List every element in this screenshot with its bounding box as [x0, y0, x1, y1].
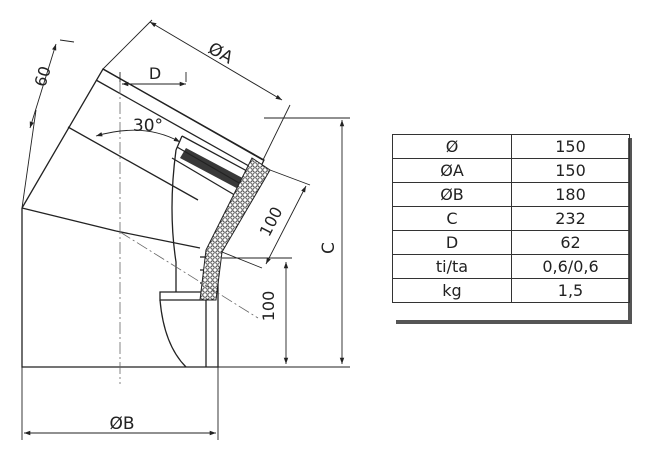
spec-value: 180 [511, 182, 630, 207]
spec-key: kg [392, 278, 512, 303]
table-row: C 232 [392, 206, 630, 231]
spec-value: 1,5 [511, 278, 630, 303]
table-row: ti/ta 0,6/0,6 [392, 254, 630, 279]
dimension-lines [21, 19, 350, 440]
spec-value: 232 [511, 206, 630, 231]
outlet-collar-band [180, 148, 250, 192]
dimension-30-arc [95, 129, 181, 143]
spec-key: C [392, 206, 512, 231]
spec-key: D [392, 230, 512, 255]
dimension-phi-a-line [149, 21, 283, 101]
label-phi-a: ØA [205, 39, 237, 69]
spec-value: 150 [511, 134, 630, 159]
table-row: kg 1,5 [392, 278, 630, 303]
table-row: ØB 180 [392, 182, 630, 207]
table-row: Ø 150 [392, 134, 630, 159]
spec-key: ØB [392, 182, 512, 207]
spec-value: 62 [511, 230, 630, 255]
spec-value: 0,6/0,6 [511, 254, 630, 279]
spec-value: 150 [511, 158, 630, 183]
table-row: ØA 150 [392, 158, 630, 183]
label-c: C [319, 242, 339, 254]
dimension-60-line [29, 43, 57, 129]
label-d: D [149, 64, 161, 83]
label-60: 60 [31, 64, 55, 89]
spec-key: Ø [392, 134, 512, 159]
spec-table: Ø 150 ØA 150 ØB 180 C 232 D 62 ti/ta 0,6… [392, 134, 630, 303]
spec-key: ØA [392, 158, 512, 183]
spec-key: ti/ta [392, 254, 512, 279]
table-shadow-bottom [396, 320, 632, 324]
table-shadow-right [628, 138, 632, 324]
label-phi-b: ØB [109, 414, 134, 434]
dimension-100-upper-line [265, 185, 307, 265]
label-100-lower: 100 [259, 291, 278, 322]
table-row: D 62 [392, 230, 630, 255]
label-angle-30: 30° [133, 116, 163, 136]
label-100-upper: 100 [256, 204, 287, 240]
